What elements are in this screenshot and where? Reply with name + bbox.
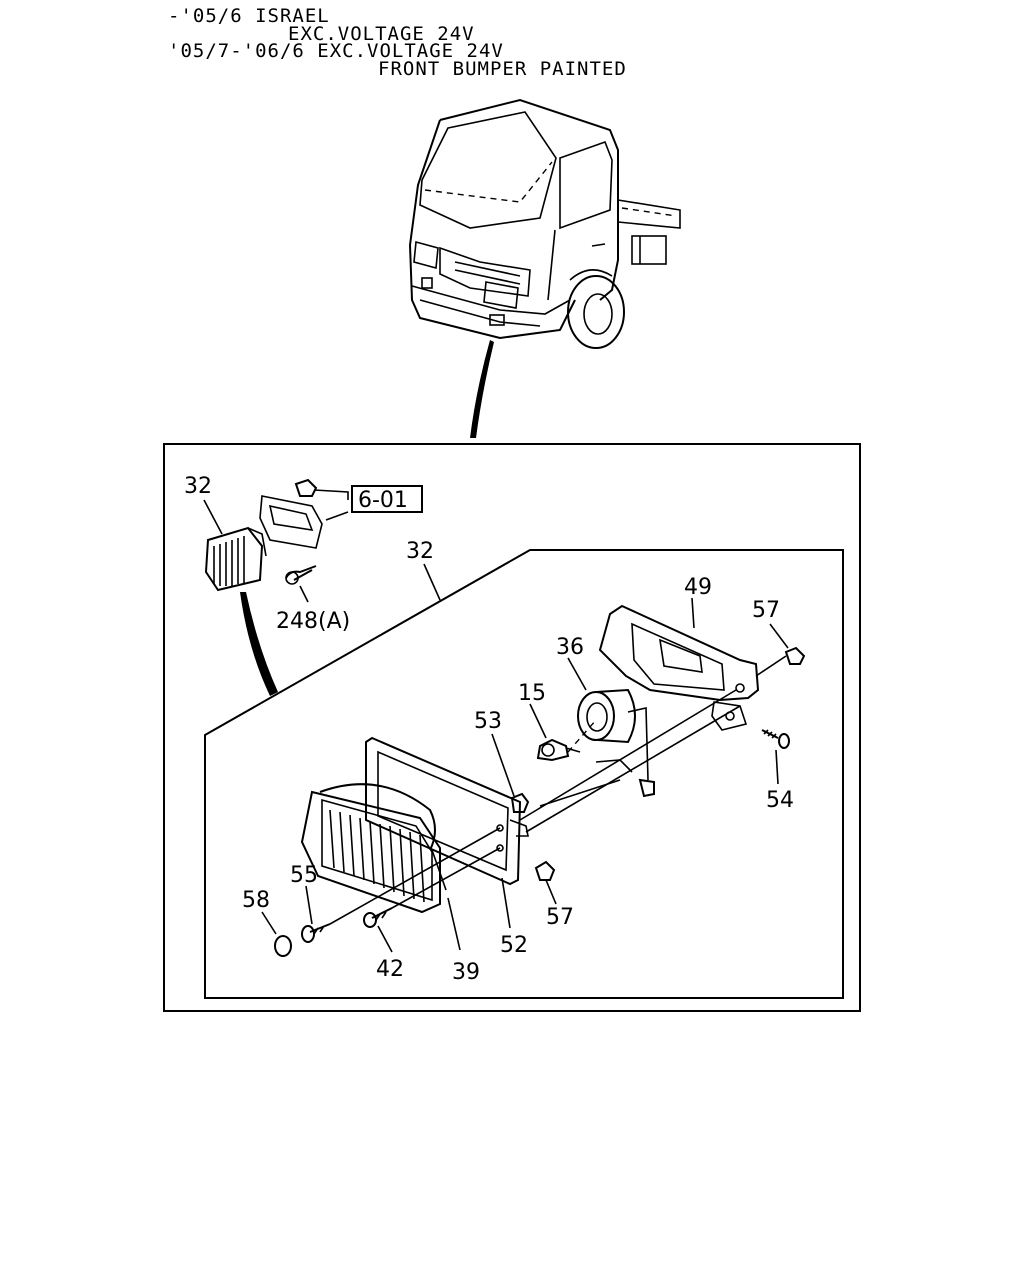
- grommet: [510, 792, 530, 813]
- callout-52: 52: [500, 933, 528, 958]
- bulb-socket: [577, 688, 655, 798]
- ref-box-6-01: [351, 485, 423, 513]
- bulb: [536, 738, 581, 762]
- pointer-arrow-main: [470, 340, 494, 438]
- callout-42: 42: [376, 957, 404, 982]
- truck-illustration: [408, 98, 681, 349]
- guide-lines: [329, 655, 787, 925]
- callout-54: 54: [766, 788, 794, 813]
- header-line-1: -'05/6 ISRAEL: [168, 5, 330, 27]
- header-line-4: FRONT BUMPER PAINTED: [378, 58, 627, 80]
- callout-58: 58: [242, 888, 270, 913]
- clip-57-bottom: [534, 860, 556, 881]
- mounting-frame: [365, 736, 529, 886]
- callout-32-detail: 32: [406, 539, 434, 564]
- detail-box: [204, 549, 844, 999]
- callout-32-small: 32: [184, 474, 212, 499]
- screw-55: [301, 923, 331, 943]
- callout-39: 39: [452, 960, 480, 985]
- pointer-arrow-detail: [240, 592, 278, 696]
- callout-57-bottom: 57: [546, 905, 574, 930]
- cap-58: [274, 935, 292, 957]
- callout-36: 36: [556, 635, 584, 660]
- callout-55: 55: [290, 863, 318, 888]
- callout-49: 49: [684, 575, 712, 600]
- header-line-2: EXC.VOLTAGE 24V: [288, 23, 475, 45]
- callout-248a: 248(A): [276, 609, 350, 634]
- callout-53: 53: [474, 709, 502, 734]
- small-lamp-assembly: [204, 478, 323, 592]
- outer-frame: [163, 443, 861, 1012]
- leader-lines: [203, 489, 789, 953]
- callout-15: 15: [518, 681, 546, 706]
- screw-42: [363, 907, 393, 928]
- callout-6-01: 6-01: [358, 488, 408, 513]
- clip-57-top: [784, 646, 806, 665]
- lamp-housing: [300, 783, 447, 914]
- callout-57-top: 57: [752, 598, 780, 623]
- screw-54: [761, 729, 790, 749]
- header-line-3: '05/7-'06/6 EXC.VOLTAGE 24V: [168, 40, 504, 62]
- mounting-bracket: [598, 604, 760, 731]
